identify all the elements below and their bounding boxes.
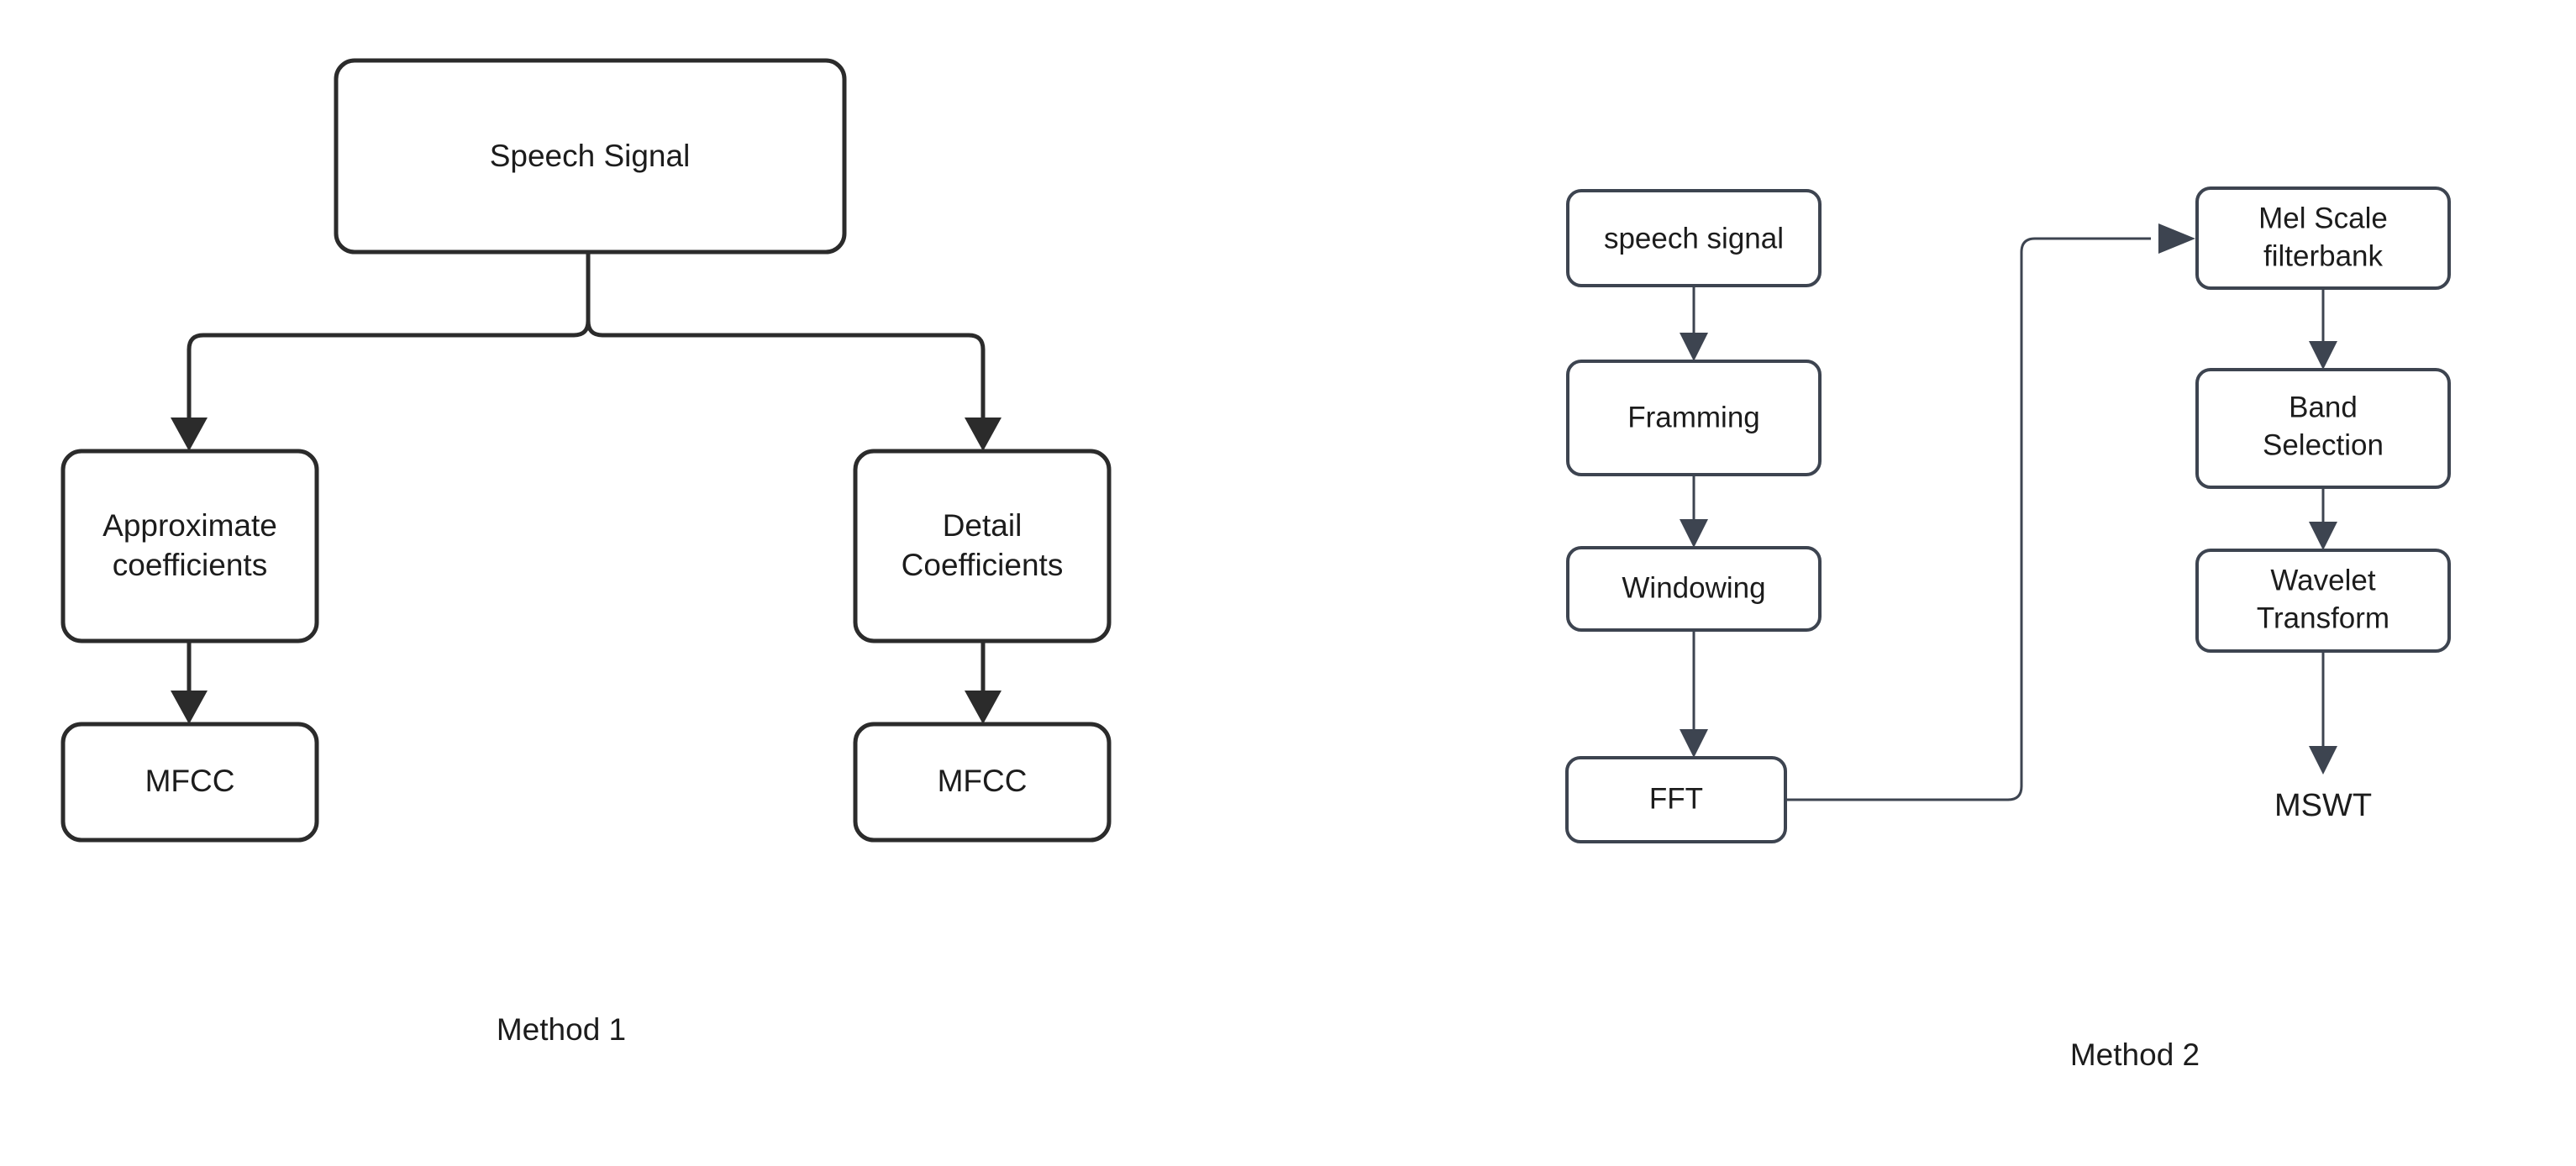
node-speech-signal-m2-label: speech signal (1604, 222, 1784, 255)
edge-fft-to-mel-scale-filterbank (1785, 237, 2151, 801)
arrowhead-windowing-to-fft (1680, 729, 1708, 758)
node-detail-coefficients-label-line2: Coefficients (902, 548, 1064, 582)
node-approximate-coefficients-label-line2: coefficients (113, 548, 267, 582)
node-band-selection-label-line2: Selection (2263, 428, 2384, 461)
arrowhead-speech-to-detail (965, 418, 1001, 451)
arrowhead-approximate-to-mfcc (171, 691, 208, 724)
arrowhead-wavelet-transform-to-mswt (2309, 746, 2337, 775)
node-detail-coefficients-label-line1: Detail (943, 508, 1023, 543)
node-speech-signal[interactable] (334, 58, 847, 255)
node-wavelet-transform-label-line2: Transform (2257, 601, 2389, 634)
node-windowing[interactable] (1566, 546, 1822, 632)
node-mswt-label: MSWT (2274, 788, 2372, 823)
node-mfcc-right-label: MFCC (938, 764, 1028, 798)
node-speech-signal-m2[interactable] (1566, 189, 1822, 287)
node-fft[interactable] (1565, 756, 1787, 843)
node-mfcc-left-label: MFCC (145, 764, 235, 798)
node-band-selection-label-line1: Band (2289, 391, 2358, 423)
node-approximate-coefficients-label-line1: Approximate (103, 508, 277, 543)
arrowhead-speech-to-approximate (171, 418, 208, 451)
node-windowing-label: Windowing (1622, 571, 1765, 604)
arrowhead-band-selection-to-wavelet-transform (2309, 522, 2337, 550)
node-wavelet-transform-label-line1: Wavelet (2270, 564, 2375, 596)
edge-speech-to-approximate (187, 252, 591, 428)
method-2-group: speech signal Framming Windowing FFT Mel… (1565, 186, 2451, 1072)
node-framming[interactable] (1566, 360, 1822, 476)
node-framming-label: Framming (1627, 401, 1760, 433)
node-wavelet-transform[interactable] (2195, 549, 2451, 653)
arrowhead-fft-to-mel-scale-filterbank (2158, 223, 2195, 254)
arrowhead-detail-to-mfcc (965, 691, 1001, 724)
node-speech-signal-label: Speech Signal (490, 139, 691, 173)
node-mfcc-left[interactable] (60, 722, 319, 843)
node-mel-scale-filterbank-label-line2: filterbank (2263, 239, 2384, 272)
arrowhead-melscale-to-band-selection (2309, 341, 2337, 370)
node-detail-coefficients[interactable] (853, 449, 1112, 643)
node-fft-label: FFT (1649, 782, 1703, 815)
node-mfcc-right[interactable] (853, 722, 1112, 843)
method-2-caption: Method 2 (2070, 1037, 2200, 1072)
arrowhead-speechsignal-to-framming (1680, 333, 1708, 361)
edge-speech-to-detail (586, 252, 986, 428)
method-1-caption: Method 1 (497, 1012, 626, 1047)
node-mel-scale-filterbank[interactable] (2195, 186, 2451, 290)
arrowhead-framming-to-windowing (1680, 519, 1708, 548)
method-1-group: Speech Signal Approximate coefficients D… (60, 58, 1112, 1047)
node-mel-scale-filterbank-label-line1: Mel Scale (2258, 202, 2388, 234)
node-band-selection[interactable] (2195, 368, 2451, 489)
node-approximate-coefficients[interactable] (60, 449, 319, 643)
